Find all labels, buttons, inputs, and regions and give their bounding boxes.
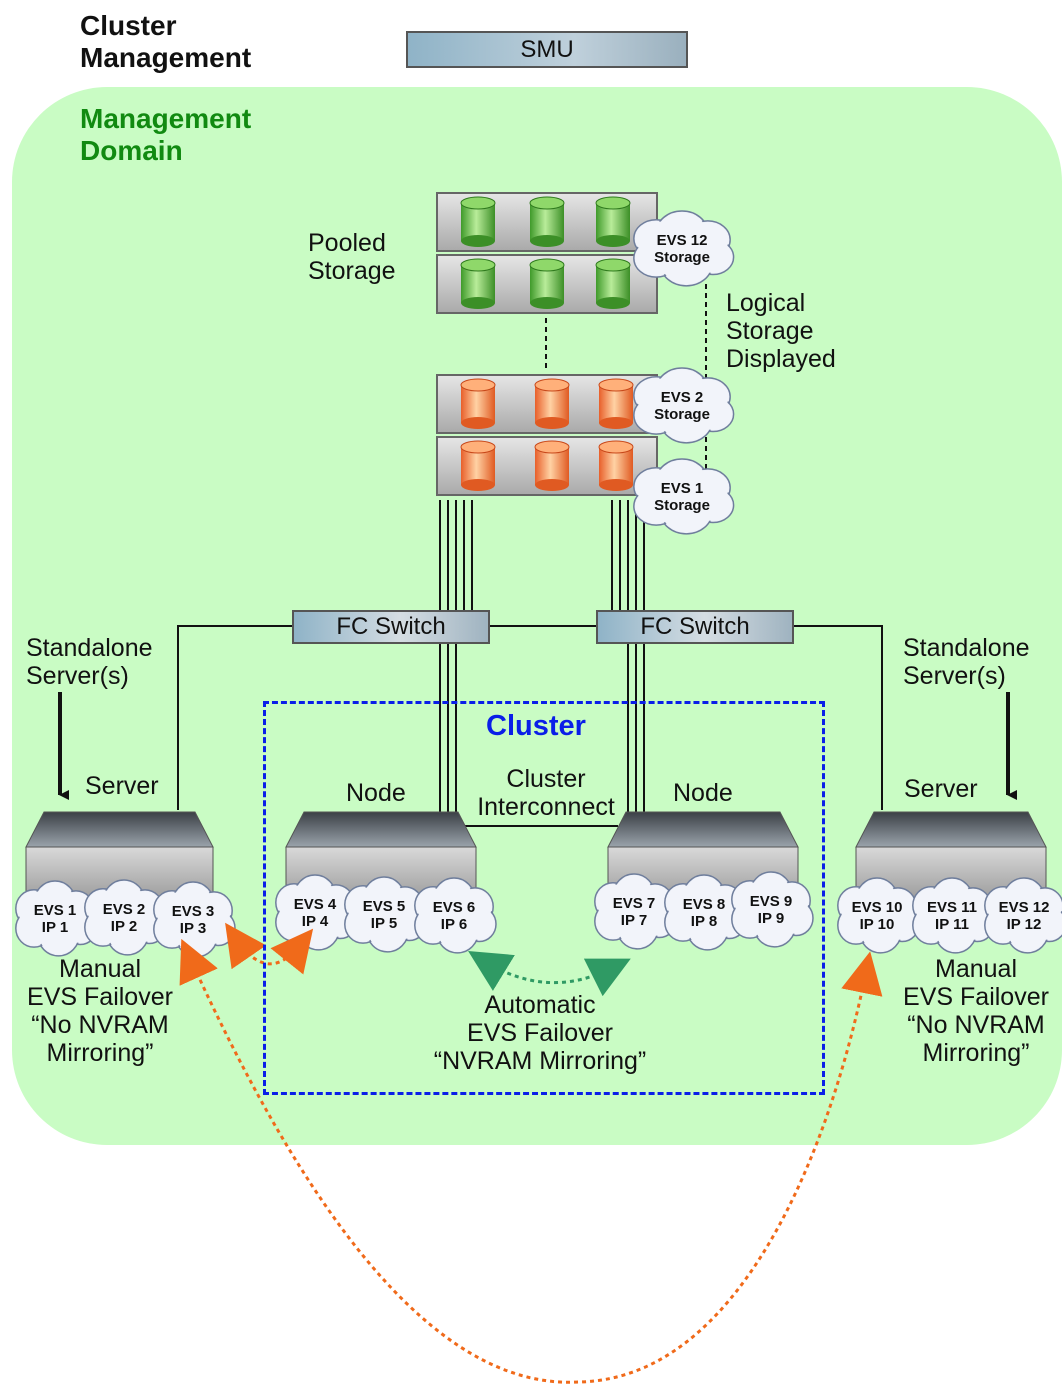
orange-disk-icon [534,440,570,491]
cluster-interconnect-label: Cluster Interconnect [477,765,615,821]
cloud-evs5 [344,876,427,953]
failover-arrow-manual-long [179,938,883,1384]
cluster-title: Cluster [486,710,586,742]
cloud-evs1-storage-label: EVS 1 Storage [654,480,710,514]
standalone-servers-right-label: Standalone Server(s) [903,634,1030,690]
cloud-evs12-storage [633,210,735,287]
fc-switch-left: FC Switch [292,610,490,644]
smu-box: SMU [406,31,688,68]
node-left-label: Node [346,779,406,807]
cluster-region [263,701,825,1095]
fibre-links-right [611,500,645,812]
cloud-evs7-label: EVS 7 IP 7 [612,895,656,929]
green-disk-icon [529,258,565,309]
green-disk-icon [595,258,631,309]
orange-disk-icon [534,378,570,429]
cloud-evs11-label: EVS 11 IP 11 [926,899,978,933]
cloud-evs4-label: EVS 4 IP 4 [293,896,337,930]
cloud-evs1-storage [633,458,735,535]
cloud-evs12 [984,877,1062,954]
logical-storage-label: Logical Storage Displayed [726,289,836,373]
cloud-evs2 [84,879,167,956]
cloud-evs6 [414,877,497,954]
cloud-evs2-label: EVS 2 IP 2 [102,901,146,935]
pooled-storage-label: Pooled Storage [308,229,396,285]
orange-disk-icon [460,378,496,429]
standalone-servers-left-label: Standalone Server(s) [26,634,153,690]
cloud-evs9-label: EVS 9 IP 9 [749,893,793,927]
green-disk-icon [460,196,496,247]
automatic-failover-label: Automatic EVS Failover “NVRAM Mirroring” [433,991,647,1075]
management-domain-title: Management Domain [80,103,252,166]
orange-disk-icon [460,440,496,491]
cloud-evs5-label: EVS 5 IP 5 [362,898,406,932]
cloud-evs10-label: EVS 10 IP 10 [851,899,903,933]
cloud-evs3-label: EVS 3 IP 3 [171,903,215,937]
cloud-evs12-label: EVS 12 IP 12 [998,899,1050,933]
fc-switch-right: FC Switch [596,610,794,644]
manual-failover-left-label: Manual EVS Failover “No NVRAM Mirroring” [27,955,173,1067]
cloud-evs8-label: EVS 8 IP 8 [682,896,726,930]
cloud-evs9 [731,871,814,948]
green-disk-icon [529,196,565,247]
orange-disk-icon [598,440,634,491]
server-left-label: Server [85,772,159,800]
fibre-links-left [439,500,473,812]
cluster-management-title: Cluster Management [80,10,252,73]
server-right-label: Server [904,775,978,803]
cloud-evs6-label: EVS 6 IP 6 [432,899,476,933]
node-right-label: Node [673,779,733,807]
cloud-evs2-storage [633,367,735,444]
cloud-evs1-label: EVS 1 IP 1 [33,902,77,936]
green-disk-icon [595,196,631,247]
cloud-evs2-storage-label: EVS 2 Storage [654,389,710,423]
manual-failover-right-label: Manual EVS Failover “No NVRAM Mirroring” [903,955,1049,1067]
cloud-evs8 [664,874,747,951]
cloud-evs12-storage-label: EVS 12 Storage [654,232,710,266]
switch-links [177,625,883,827]
green-disk-icon [460,258,496,309]
orange-disk-icon [598,378,634,429]
